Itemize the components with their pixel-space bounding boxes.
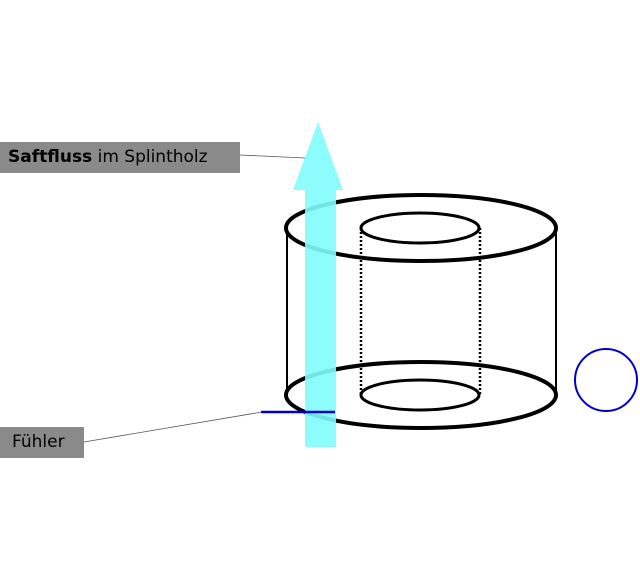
sap-flow-label-rest: im Splintholz	[92, 147, 208, 167]
inner-top-ellipse	[359, 211, 481, 245]
outer-bottom-ellipse	[284, 360, 558, 430]
sap-flow-label-bold: Saftfluss	[8, 147, 93, 167]
sensor-cross-section-circle	[574, 348, 638, 412]
inner-bottom-ellipse	[359, 378, 481, 412]
outer-top-ellipse	[284, 193, 558, 263]
sap-flow-label: Saftfluss im Splintholz	[0, 142, 240, 173]
sensor-leader-line	[83, 411, 263, 443]
sap-flow-leader-line	[239, 154, 306, 159]
sensor-label: Fühler	[0, 427, 84, 458]
sap-flow-arrow	[293, 122, 343, 447]
